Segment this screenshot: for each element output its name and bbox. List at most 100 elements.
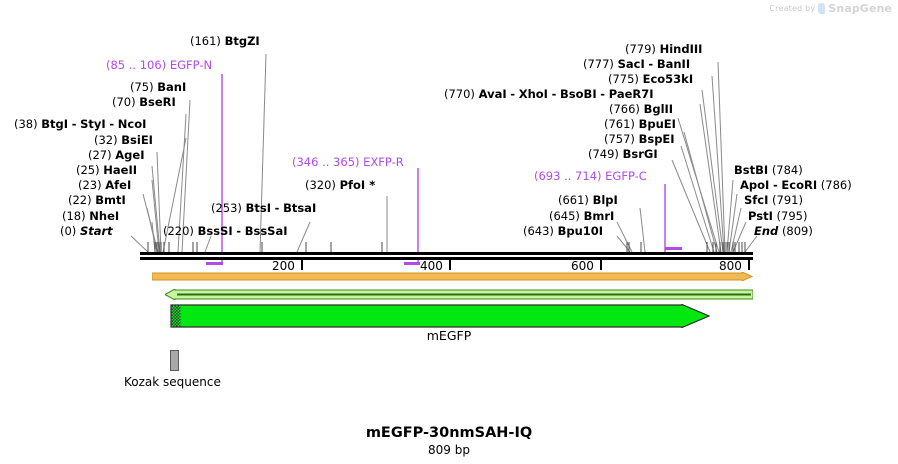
primer-bar-egfp-n[interactable] — [206, 262, 223, 265]
site-enzyme-name: BssSaI — [244, 224, 288, 238]
site-position: (786) — [820, 178, 852, 192]
site-position: (761) — [604, 117, 635, 131]
site-position: (25) — [76, 163, 100, 177]
site-enzyme-name: BmrI — [583, 209, 615, 223]
primer-bar-egfp-c[interactable] — [665, 247, 682, 250]
site-position: (161) — [190, 34, 221, 48]
site-label-bsrgi[interactable]: (749) BsrGI — [588, 147, 658, 161]
ruler-tick-label: 600 — [571, 259, 594, 273]
ruler-tick-mark-200 — [301, 260, 303, 270]
site-label-bani[interactable]: (75) BanI — [130, 80, 186, 94]
site-label-avai-xhoi-bsobi-paer7i[interactable]: (770) AvaI - XhoI - BsoBI - PaeR7I — [444, 87, 654, 101]
primer-bar-exfp-r[interactable] — [404, 262, 420, 265]
light-green-reverse-arrow[interactable] — [165, 289, 753, 300]
site-label-eco53ki[interactable]: (775) Eco53kI — [608, 72, 693, 86]
site-enzyme-name: BsrGI — [622, 147, 658, 161]
site-position: (779) — [625, 42, 656, 56]
site-enzyme-name: AvaI — [478, 87, 507, 101]
site-label-sfci[interactable]: SfcI (791) — [744, 193, 803, 207]
site-label-bpuei[interactable]: (761) BpuEI — [604, 117, 676, 131]
site-enzyme-name: Eco53kI — [642, 72, 694, 86]
snapgene-logo-icon — [818, 3, 826, 14]
site-label-bspei[interactable]: (757) BspEI — [604, 132, 675, 146]
site-label-blpi[interactable]: (661) BlpI — [558, 193, 618, 207]
site-position: (38) — [14, 117, 38, 131]
site-enzyme-name: BglII — [643, 102, 674, 116]
site-label-bpu10i[interactable]: (643) Bpu10I — [523, 224, 603, 238]
primer-name: EXFP-R — [363, 155, 404, 169]
megfp-feature-arrow[interactable] — [170, 304, 710, 328]
site-position: (643) — [523, 224, 554, 238]
site-position: (770) — [444, 87, 475, 101]
site-enzyme-name: PstI — [748, 209, 773, 223]
site-enzyme-name: BtgI — [41, 117, 69, 131]
ruler-tick-mark-800 — [748, 260, 750, 270]
primer-name: EGFP-C — [605, 169, 647, 183]
site-label-bglii[interactable]: (766) BglII — [609, 102, 673, 116]
megfp-feature-label: mEGFP — [426, 328, 472, 343]
site-position: (775) — [608, 72, 639, 86]
site-label-bsiei[interactable]: (32) BsiEI — [94, 133, 153, 147]
site-label-btsi-btsai[interactable]: (253) BtsI - BtsaI — [211, 201, 317, 215]
site-position: (809) — [781, 224, 813, 238]
site-enzyme-name: SacI — [617, 57, 645, 71]
site-label-bsssi-bsssai[interactable]: (220) BssSI - BssSaI — [163, 224, 288, 238]
site-label-start[interactable]: (0) Start — [60, 224, 113, 238]
kozak-sequence-box[interactable] — [170, 350, 179, 371]
site-enzyme-name: BmtI — [95, 193, 126, 207]
site-label-nhei[interactable]: (18) NheI — [62, 209, 119, 223]
site-enzyme-name: HaeII — [103, 163, 138, 177]
cut-site-ticks — [147, 242, 746, 252]
site-enzyme-name: ApoI — [740, 178, 770, 192]
primer-name: EGFP-N — [169, 58, 213, 72]
site-position: (766) — [609, 102, 640, 116]
ruler-tick-800: 800 — [719, 259, 742, 273]
sequence-backbone[interactable] — [140, 252, 753, 260]
site-label-haeii[interactable]: (25) HaeII — [76, 163, 137, 177]
site-enzyme-name: NcoI — [117, 117, 147, 131]
site-label-hindiii[interactable]: (779) HindIII — [625, 42, 702, 56]
site-label-btgi-styi-ncoi[interactable]: (38) BtgI - StyI - NcoI — [14, 117, 147, 131]
map-title: mEGFP-30nmSAH-IQ — [365, 425, 533, 441]
primer-label-egfp-n[interactable]: (85 .. 106) EGFP-N — [106, 58, 212, 72]
site-enzyme-name: PfoI * — [339, 178, 376, 192]
site-label-saci-banii[interactable]: (777) SacI - BanII — [583, 57, 691, 71]
site-enzyme-name: BspEI — [638, 132, 675, 146]
site-label-afei[interactable]: (23) AfeI — [78, 178, 131, 192]
site-enzyme-name: Bpu10I — [557, 224, 604, 238]
site-enzyme-name: EcoRI — [781, 178, 818, 192]
site-enzyme-name: AgeI — [115, 148, 145, 162]
site-enzyme-name: NheI — [89, 209, 120, 223]
site-enzyme-name: XhoI — [518, 87, 548, 101]
site-label-end[interactable]: End (809) — [754, 224, 813, 238]
site-label-apoi-ecori[interactable]: ApoI - EcoRI (786) — [740, 178, 852, 192]
ruler-tick-mark-400 — [449, 260, 451, 270]
primer-range: (85 .. 106) — [106, 58, 167, 72]
primer-label-egfp-c[interactable]: (693 .. 714) EGFP-C — [534, 169, 647, 183]
site-enzyme-name: BlpI — [592, 193, 618, 207]
site-position: (75) — [130, 80, 154, 94]
site-label-bseri[interactable]: (70) BseRI — [112, 95, 176, 109]
site-label-pfoi[interactable]: (320) PfoI * — [305, 178, 375, 192]
site-enzyme-name: BpuEI — [638, 117, 676, 131]
watermark-created-by: Created by — [769, 4, 816, 13]
site-label-bmri[interactable]: (645) BmrI — [549, 209, 614, 223]
site-label-psti[interactable]: PstI (795) — [748, 209, 807, 223]
primer-label-exfp-r[interactable]: (346 .. 365) EXFP-R — [292, 155, 404, 169]
site-position: (70) — [112, 95, 136, 109]
snapgene-watermark: Created by SnapGene — [769, 2, 892, 15]
site-enzyme-name: PaeR7I — [608, 87, 654, 101]
site-position: (757) — [604, 132, 635, 146]
site-label-bmti[interactable]: (22) BmtI — [68, 193, 126, 207]
site-label-bstbi[interactable]: BstBI (784) — [734, 163, 803, 177]
site-label-agei[interactable]: (27) AgeI — [88, 148, 144, 162]
site-enzyme-name: Start — [79, 224, 113, 238]
site-label-btgzi[interactable]: (161) BtgZI — [190, 34, 260, 48]
kozak-sequence-label: Kozak sequence — [124, 375, 221, 389]
primer-range: (346 .. 365) — [292, 155, 360, 169]
ruler-tick-label: 200 — [272, 259, 295, 273]
site-enzyme-name: BsoBI — [560, 87, 597, 101]
site-position: (220) — [163, 224, 194, 238]
site-enzyme-name: BanII — [656, 57, 691, 71]
orange-feature-arrow[interactable] — [152, 272, 753, 281]
